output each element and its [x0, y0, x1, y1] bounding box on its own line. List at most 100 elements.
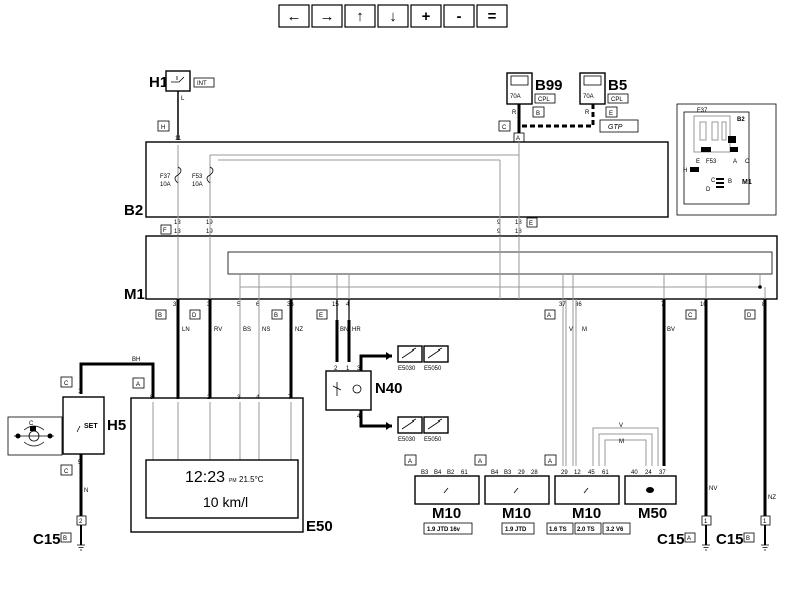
fusebox-inset[interactable]: F37 B2 E F53 A C H M1 C B D [676, 103, 777, 216]
svg-text:B: B [728, 179, 732, 185]
sensor-icon [352, 384, 362, 394]
svg-text:10: 10 [700, 302, 707, 308]
ground-icon [77, 544, 85, 551]
svg-text:RV: RV [214, 327, 222, 333]
svg-text:70A: 70A [583, 94, 594, 100]
svg-text:M10: M10 [432, 505, 461, 522]
svg-text:M: M [582, 327, 587, 333]
svg-text:A: A [733, 159, 737, 165]
svg-text:E5050: E5050 [424, 366, 442, 372]
ground-c15-mid[interactable]: NV 1 C15 A [657, 299, 717, 551]
svg-text:V: V [619, 423, 623, 429]
svg-text:1: 1 [704, 519, 708, 525]
switch-icon [171, 76, 185, 83]
ecu-refs-top[interactable]: E5030 E5050 [397, 345, 449, 372]
component-m10-a[interactable]: A B3 B4 B2 61 M10 1.9 JTD 16v [404, 454, 480, 535]
svg-text:BH: BH [132, 357, 140, 363]
svg-text:NZ: NZ [768, 495, 776, 501]
component-m10-c[interactable]: A 29 12 45 61 M10 1.6 TS 2.0 TS 3.2 V6 [544, 454, 631, 535]
svg-text:↓: ↓ [389, 8, 397, 25]
svg-text:B99: B99 [535, 77, 563, 94]
component-h5[interactable]: BH C 1 SET H5 5 C N 2 [60, 357, 155, 526]
svg-text:H1: H1 [149, 74, 168, 91]
ecu-icon [513, 487, 519, 494]
svg-text:A: A [408, 459, 412, 465]
svg-text:H: H [683, 168, 687, 174]
svg-text:B: B [158, 313, 162, 319]
svg-text:←: ← [287, 8, 302, 25]
svg-text:F: F [163, 228, 167, 234]
component-h1[interactable]: H1 INT L H 11 [149, 70, 215, 142]
ecu-refs-bottom[interactable]: E5030 E5050 [397, 416, 449, 443]
svg-text:21.5°C: 21.5°C [239, 475, 264, 484]
component-m50[interactable]: 40 24 37 M50 [624, 470, 677, 522]
toolbar: ← → ↑ ↓ + - = [278, 4, 508, 28]
svg-text:B2: B2 [737, 117, 745, 123]
svg-text:E5030: E5030 [398, 366, 416, 372]
svg-text:B3: B3 [504, 470, 512, 476]
svg-text:9: 9 [497, 220, 501, 226]
svg-text:B4: B4 [434, 470, 442, 476]
svg-text:2: 2 [207, 395, 211, 401]
svg-text:C15: C15 [33, 531, 61, 548]
svg-text:M10: M10 [502, 505, 531, 522]
svg-text:F53: F53 [706, 159, 717, 165]
component-m10-b[interactable]: A B4 B3 29 28 M10 1.9 JTD [474, 454, 550, 535]
svg-text:F37: F37 [160, 174, 171, 180]
pan-right-button[interactable]: → [311, 4, 343, 28]
component-b2[interactable]: B2 F37 10A F53 10A 13 19 9 18 E [124, 141, 669, 228]
svg-text:12: 12 [574, 470, 581, 476]
svg-text:E: E [529, 221, 533, 227]
svg-text:2: 2 [79, 519, 83, 525]
pan-up-button[interactable]: ↑ [344, 4, 376, 28]
svg-text:10 km/l: 10 km/l [203, 494, 248, 510]
pan-down-button[interactable]: ↓ [377, 4, 409, 28]
svg-text:C: C [29, 421, 34, 427]
m1-pin-row: 31 3 5 6 36 15 4 37 36 7 10 8 B D B E A … [155, 302, 766, 320]
ground-icon [761, 544, 769, 551]
svg-text:LN: LN [182, 327, 190, 333]
svg-text:12:23: 12:23 [185, 469, 225, 486]
component-b5[interactable]: 70A B5 CPL R E [579, 72, 629, 118]
ground-c15-left[interactable]: C15 B [33, 525, 85, 551]
svg-text:D: D [706, 187, 711, 193]
steering-wheel-inset[interactable]: C [7, 416, 63, 456]
svg-text:H5: H5 [107, 417, 126, 434]
svg-text:BS: BS [243, 327, 251, 333]
svg-text:N: N [84, 488, 88, 494]
svg-text:CPL: CPL [611, 97, 623, 103]
component-n40[interactable]: BN HR 2 1 3 4 N40 [325, 299, 403, 430]
svg-text:V: V [569, 327, 573, 333]
svg-text:10A: 10A [192, 182, 203, 188]
ecu-icon [583, 487, 589, 494]
svg-text:E5030: E5030 [398, 437, 416, 443]
svg-text:36: 36 [575, 302, 582, 308]
svg-text:29: 29 [561, 470, 568, 476]
ground-c15-right[interactable]: NZ 1 C15 B [716, 299, 776, 551]
ground-icon [702, 544, 710, 551]
component-m1[interactable]: M1 [124, 235, 778, 303]
svg-text:A: A [547, 313, 551, 319]
svg-text:B3: B3 [421, 470, 429, 476]
svg-text:11: 11 [175, 136, 182, 142]
svg-text:1.9 JTD 16v: 1.9 JTD 16v [427, 527, 461, 533]
svg-text:1: 1 [346, 366, 350, 372]
component-b99[interactable]: 70A B99 CPL R B C [498, 72, 563, 132]
svg-text:B: B [274, 313, 278, 319]
svg-text:R: R [585, 110, 590, 116]
svg-text:45: 45 [588, 470, 595, 476]
e50-lcd-display [145, 459, 299, 519]
pan-left-button[interactable]: ← [278, 4, 310, 28]
component-e50[interactable]: A 8 1 2 3 4 7 12:23 PM 21.5°C 10 km/l E5… [130, 377, 333, 535]
zoom-in-button[interactable]: + [410, 4, 442, 28]
zoom-reset-button[interactable]: = [476, 4, 508, 28]
svg-text:24: 24 [645, 470, 652, 476]
svg-text:N40: N40 [375, 380, 403, 397]
zoom-out-button[interactable]: - [443, 4, 475, 28]
svg-text:BV: BV [667, 327, 675, 333]
svg-text:2.0 TS: 2.0 TS [577, 527, 595, 533]
connector-plug-icon [401, 347, 417, 359]
svg-text:A: A [687, 536, 691, 542]
svg-text:E: E [319, 313, 323, 319]
